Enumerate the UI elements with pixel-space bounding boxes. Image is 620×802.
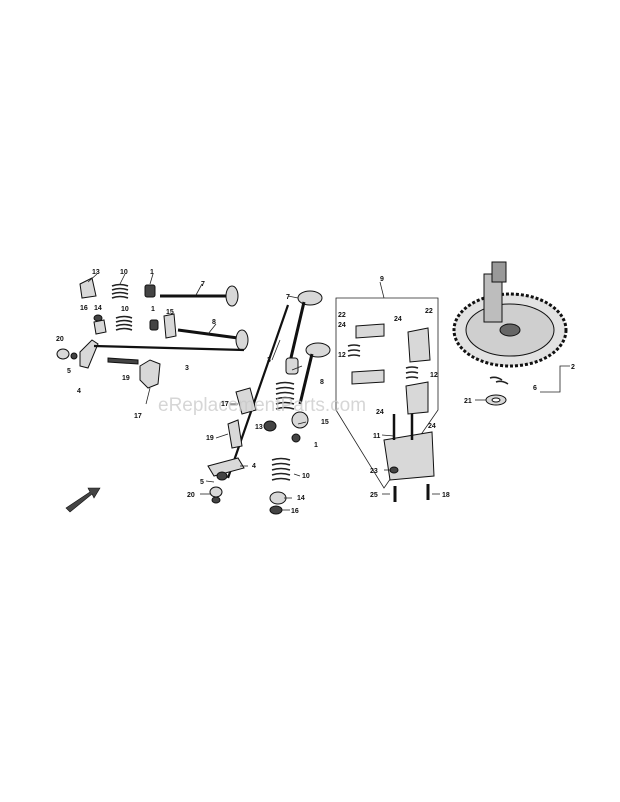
callout-18: 18 [442, 492, 450, 499]
callout-21: 21 [464, 398, 472, 405]
callout-13: 13 [92, 269, 100, 276]
callout-23: 23 [370, 468, 378, 475]
callout-13: 13 [255, 424, 263, 431]
callout-16: 16 [291, 508, 299, 515]
valve-assembly-left [56, 277, 249, 405]
valve-assembly-middle [207, 290, 331, 515]
callout-15: 15 [321, 419, 329, 426]
callout-17: 17 [221, 401, 229, 408]
callout-7: 7 [286, 294, 290, 301]
callout-10: 10 [121, 306, 129, 313]
callout-6: 6 [533, 385, 537, 392]
callout-7: 7 [201, 281, 205, 288]
callout-5: 5 [200, 479, 204, 486]
callout-10: 10 [302, 473, 310, 480]
camshaft-gear [452, 261, 568, 406]
callout-5: 5 [67, 368, 71, 375]
callout-1: 1 [151, 306, 155, 313]
callout-22: 22 [425, 308, 433, 315]
callout-19: 19 [122, 375, 130, 382]
callout-1: 1 [314, 442, 318, 449]
callout-3: 3 [185, 365, 189, 372]
callout-17: 17 [134, 413, 142, 420]
callout-24: 24 [338, 322, 346, 329]
callout-22: 22 [338, 312, 346, 319]
callout-20: 20 [187, 492, 195, 499]
callout-20: 20 [56, 336, 64, 343]
callout-14: 14 [94, 305, 102, 312]
callout-8: 8 [212, 319, 216, 326]
callout-8: 8 [320, 379, 324, 386]
callout-19: 19 [206, 435, 214, 442]
callout-4: 4 [77, 388, 81, 395]
callout-12: 12 [430, 372, 438, 379]
watermark: eReplacementParts.com [158, 395, 366, 416]
front-arrow-icon [65, 487, 101, 513]
callout-10: 10 [120, 269, 128, 276]
callout-16: 16 [80, 305, 88, 312]
callout-24: 24 [376, 409, 384, 416]
callout-1: 1 [150, 269, 154, 276]
callout-24: 24 [428, 423, 436, 430]
callout-2: 2 [571, 364, 575, 371]
callout-3: 3 [267, 357, 271, 364]
callout-15: 15 [166, 309, 174, 316]
callout-24: 24 [394, 316, 402, 323]
callout-25: 25 [370, 492, 378, 499]
callout-labels: 13 10 1 7 16 14 10 1 15 8 20 5 4 19 17 3… [56, 269, 575, 515]
callout-12: 12 [338, 352, 346, 359]
callout-14: 14 [297, 495, 305, 502]
callout-9: 9 [380, 276, 384, 283]
callout-4: 4 [252, 463, 256, 470]
callout-11: 11 [373, 433, 381, 440]
leader-lines [87, 273, 570, 511]
